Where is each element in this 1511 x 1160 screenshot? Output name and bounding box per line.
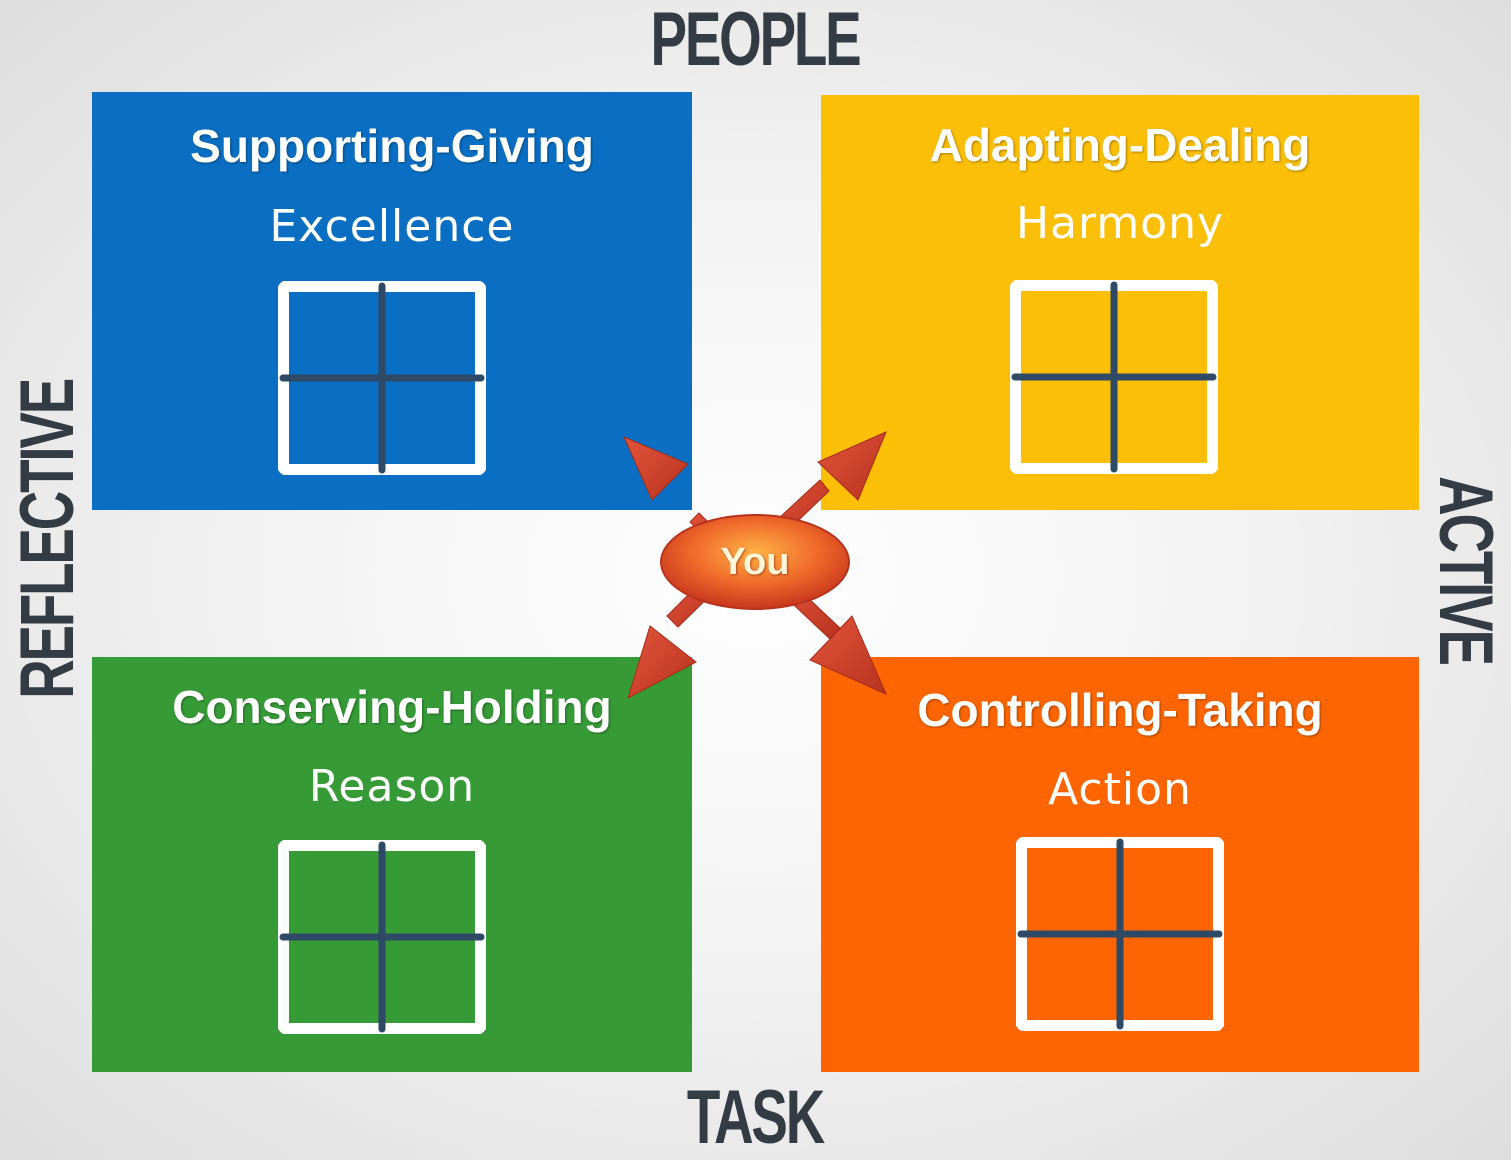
quadrant-adapting-dealing: Adapting-Dealing Harmony xyxy=(821,95,1419,510)
quadrant-title: Controlling-Taking xyxy=(917,684,1323,736)
axis-label-active: ACTIVE xyxy=(1423,476,1508,664)
quadrant-subtitle: Excellence xyxy=(269,201,515,252)
quadrant-controlling-taking: Controlling-Taking Action xyxy=(821,657,1419,1072)
center-arrows xyxy=(623,431,887,700)
grid-quadrant-icon xyxy=(1016,837,1224,1031)
quadrant-conserving-holding: Conserving-Holding Reason xyxy=(92,657,692,1072)
quadrant-title: Conserving-Holding xyxy=(172,681,612,733)
grid-quadrant-icon xyxy=(1010,280,1218,474)
you-label: You xyxy=(720,541,790,583)
axis-label-people: PEOPLE xyxy=(650,0,861,82)
quadrant-subtitle: Action xyxy=(1048,764,1192,815)
grid-quadrant-icon xyxy=(278,840,486,1034)
quadrant-subtitle: Harmony xyxy=(1015,198,1225,249)
quadrant-supporting-giving: Supporting-Giving Excellence xyxy=(92,92,692,510)
quadrant-subtitle: Reason xyxy=(308,761,476,812)
axis-label-reflective: REFLECTIVE xyxy=(5,379,90,699)
grid-quadrant-icon xyxy=(278,281,486,475)
quadrant-title: Supporting-Giving xyxy=(190,120,594,172)
axis-label-task: TASK xyxy=(686,1075,825,1160)
quadrant-title: Adapting-Dealing xyxy=(929,119,1311,171)
you-ellipse xyxy=(660,514,850,610)
